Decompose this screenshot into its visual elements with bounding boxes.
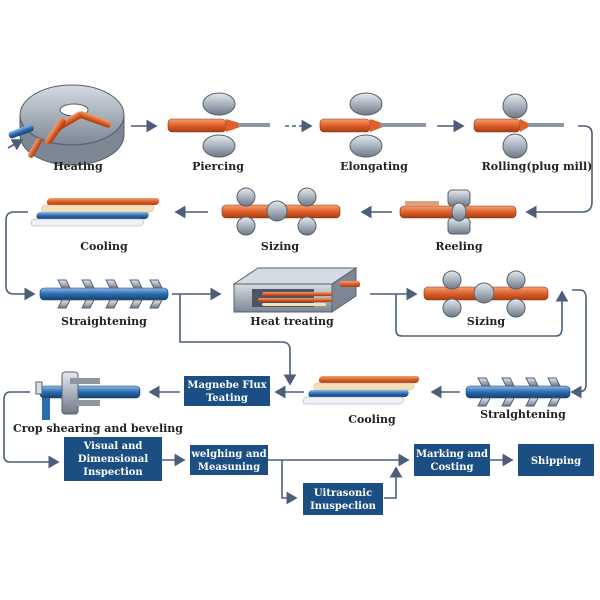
box-weighing-measuring: welghing and Measuning [190, 445, 268, 475]
heating-furnace-illustration [7, 84, 125, 166]
box-marking-line1: Marking and [416, 449, 488, 460]
sizing-1-illustration [221, 187, 341, 236]
box-visual-line1: Visual and [83, 441, 143, 452]
arrow-weighing-to-ultrasonic [281, 460, 298, 505]
label-elongating: Elongating [340, 160, 408, 173]
cooling-2-illustration [302, 376, 420, 405]
label-straightening-1: Straightening [61, 315, 147, 328]
reeling-illustration [399, 189, 517, 235]
arrow-crop-to-visual-inspection [3, 391, 60, 469]
arrow-cooling-to-straightening [5, 211, 36, 301]
box-ultrasonic-line2: Inuspeclion [310, 501, 377, 512]
label-sizing-2: Sizing [467, 315, 506, 328]
box-shipping-line1: Shipping [531, 456, 581, 467]
box-magnetic-flux-line2: Teating [206, 393, 248, 404]
box-weighing-line1: welghing and [190, 449, 266, 460]
box-visual-line2: Dimensional [78, 454, 149, 465]
label-rolling: Rolling(plug mill) [482, 160, 593, 173]
label-reeling: Reeling [435, 240, 482, 253]
arrow-sizing-bypass [395, 290, 569, 337]
rolling-illustration [473, 93, 564, 159]
heat-treating-illustration [232, 267, 360, 313]
label-heating: Heating [53, 160, 103, 173]
sizing-2-illustration [423, 270, 549, 318]
arrow-straightening-to-flux-testing [179, 294, 297, 386]
box-magnetic-flux-line1: Magnebe Flux [187, 380, 267, 391]
box-marking-line2: Costing [431, 462, 474, 473]
box-shipping: Shipping [518, 444, 594, 476]
label-piercing: Piercing [192, 160, 244, 173]
box-visual-line3: Inspection [83, 467, 143, 478]
label-cooling-1: Cooling [80, 240, 128, 253]
box-ultrasonic-inspection: Uitrasonic Inuspeclion [303, 483, 383, 515]
arrow-sizing-to-straightening-2 [570, 289, 587, 399]
box-ultrasonic-line1: Uitrasonic [314, 488, 372, 499]
label-sizing-1: Sizing [261, 240, 300, 253]
arrow-ultrasonic-to-marking [384, 466, 403, 499]
label-crop-shearing: Crop shearing and beveling [13, 422, 183, 435]
box-marking-coating: Marking and Costing [414, 444, 490, 476]
cooling-1-illustration [30, 198, 160, 227]
label-cooling-2: Cooling [348, 413, 396, 426]
straightening-1-illustration [39, 279, 169, 309]
crop-shearing-illustration [35, 371, 141, 420]
box-magnetic-flux-testing: Magnebe Flux Teating [184, 376, 270, 406]
elongating-illustration [319, 92, 426, 158]
label-straightening-2: Stralghtening [480, 408, 566, 421]
arrow-rolling-to-reeling [525, 125, 593, 219]
box-visual-inspection: Visual and Dimensional Inspection [64, 437, 162, 481]
piercing-illustration [167, 92, 270, 158]
box-weighing-line2: Measuning [198, 462, 260, 473]
label-heat-treating: Heat treating [250, 315, 334, 328]
straightening-2-illustration [465, 377, 571, 407]
